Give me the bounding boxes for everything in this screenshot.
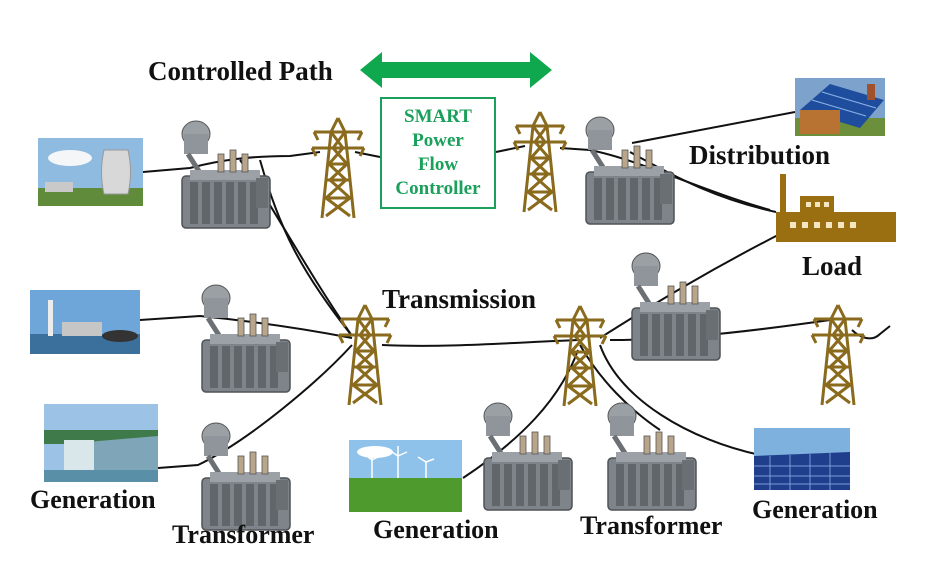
transformer-label-left: Transformer (172, 520, 315, 549)
transformer-icon (202, 423, 290, 530)
transmission-tower-icon (552, 304, 608, 408)
transformer-icon (484, 403, 572, 510)
transmission-tower-icon (337, 303, 393, 407)
transformer-label-right: Transformer (580, 511, 723, 540)
controller-line-3: Flow (417, 154, 459, 175)
transmission-label: Transmission (382, 284, 537, 314)
generation-label-solar: Generation (752, 495, 878, 524)
load-label: Load (802, 251, 863, 281)
generation-label-hydro: Generation (30, 485, 156, 514)
wind-farm-photo-icon (349, 440, 462, 512)
hydro-dam-photo-icon (44, 404, 158, 482)
coal-plant-photo-icon (30, 290, 140, 354)
distribution-label: Distribution (689, 140, 831, 170)
transmission-tower-icon (512, 110, 568, 214)
transformer-icon (608, 403, 696, 510)
transmission-tower-icon (310, 116, 366, 220)
transformer-icon (182, 121, 270, 228)
controller-line-2: Power (412, 130, 464, 151)
solar-farm-photo-icon (754, 428, 850, 490)
solar-house-photo-icon (795, 78, 885, 136)
transmission-tower-icon (810, 303, 866, 407)
transformer-icon (632, 253, 720, 360)
controlled-path-arrow (360, 52, 552, 88)
controller-line-1: SMART (404, 106, 472, 127)
transformer-icon (202, 285, 290, 392)
controller-line-4: Controller (395, 178, 481, 199)
transformer-icon (586, 117, 674, 224)
generation-label-wind: Generation (373, 515, 499, 544)
factory-icon (776, 174, 896, 242)
nuclear-plant-photo-icon (38, 138, 143, 206)
smart-power-flow-controller: SMART Power Flow Controller (380, 97, 496, 209)
controlled-path-label: Controlled Path (148, 56, 333, 86)
